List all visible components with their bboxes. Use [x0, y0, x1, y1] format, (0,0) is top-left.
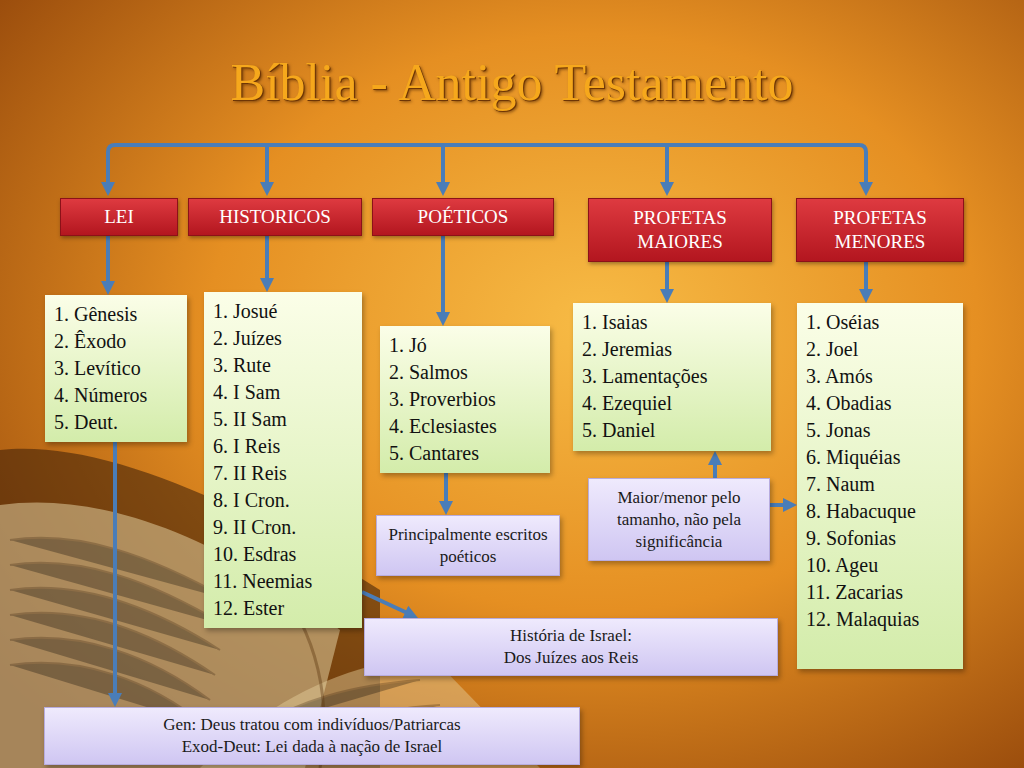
- node-text: 2. Salmos: [389, 359, 541, 386]
- node-text: 2. Êxodo: [54, 328, 178, 355]
- node-text: 9. Sofonias: [806, 525, 954, 552]
- node-text: 4. Obadias: [806, 390, 954, 417]
- node-text: 12. Malaquias: [806, 606, 954, 633]
- node-text: Exod-Deut: Lei dada à nação de Israel: [55, 736, 569, 758]
- node-text: 3. Amós: [806, 363, 954, 390]
- node-text: 4. Ezequiel: [582, 390, 762, 417]
- node-text: 1. Oséias: [806, 309, 954, 336]
- branch-arrow: [265, 145, 269, 189]
- branch-bar: [108, 145, 866, 189]
- node-text: 6. Miquéias: [806, 444, 954, 471]
- book-list: 1. Josué2. Juízes3. Rute4. I Sam5. II Sa…: [204, 292, 362, 628]
- node-text: 4. I Sam: [213, 379, 353, 406]
- node-text: PROFETAS MAIORES: [595, 206, 765, 254]
- node-text: 11. Neemias: [213, 568, 353, 595]
- node-text: 5. Cantares: [389, 440, 541, 467]
- connector-arrow: [864, 262, 868, 296]
- connector-arrow: [713, 458, 717, 478]
- node-text: 8. Habacuque: [806, 498, 954, 525]
- node-text: 1. Josué: [213, 298, 353, 325]
- node-text: Maior/menor pelo tamanho, não pela signi…: [599, 487, 759, 553]
- book-list: 1. Oséias2. Joel3. Amós4. Obadias5. Jona…: [797, 303, 963, 669]
- node-text: HISTORICOS: [195, 205, 355, 229]
- node-text: 10. Esdras: [213, 541, 353, 568]
- section-header: LEI: [60, 198, 178, 236]
- node-text: 2. Juízes: [213, 325, 353, 352]
- node-text: 1. Jó: [389, 332, 541, 359]
- title-branch-bar: [108, 145, 866, 189]
- diagram-title: Bíblia - Antigo Testamento: [0, 52, 1024, 114]
- node-text: 1. Gênesis: [54, 301, 178, 328]
- node-text: 1. Isaias: [582, 309, 762, 336]
- node-text: Dos Juízes aos Reis: [375, 647, 767, 669]
- node-text: Gen: Deus tratou com indivíduos/Patriarc…: [55, 714, 569, 736]
- branch-arrow: [665, 145, 669, 189]
- node-text: 3. Levítico: [54, 355, 178, 382]
- node-text: 7. II Reis: [213, 460, 353, 487]
- note-box: Maior/menor pelo tamanho, não pela signi…: [588, 478, 770, 561]
- note-box: Principalmente escritos poéticos: [376, 515, 560, 576]
- node-text: 2. Joel: [806, 336, 954, 363]
- node-text: 12. Ester: [213, 595, 353, 622]
- connector-arrow: [665, 262, 669, 296]
- book-list: 1. Gênesis2. Êxodo3. Levítico4. Números5…: [45, 295, 187, 442]
- section-header: POÉTICOS: [372, 198, 554, 236]
- branch-arrow: [441, 145, 445, 189]
- connector-arrow: [106, 236, 110, 288]
- section-header: HISTORICOS: [188, 198, 362, 236]
- note-box: Gen: Deus tratou com indivíduos/Patriarc…: [44, 707, 580, 765]
- note-box: História de Israel:Dos Juízes aos Reis: [364, 618, 778, 676]
- connector-arrow: [362, 592, 412, 615]
- node-text: História de Israel:: [375, 625, 767, 647]
- branch-arrow: [106, 152, 110, 189]
- node-text: POÉTICOS: [379, 205, 547, 229]
- connector-arrow: [444, 473, 448, 508]
- node-text: 9. II Cron.: [213, 514, 353, 541]
- connector-arrow: [265, 236, 269, 285]
- node-text: 2. Jeremias: [582, 336, 762, 363]
- node-text: LEI: [67, 205, 171, 229]
- connector-arrow: [770, 503, 790, 507]
- node-text: 5. II Sam: [213, 406, 353, 433]
- node-text: 5. Deut.: [54, 409, 178, 436]
- book-list: 1. Jó2. Salmos3. Proverbios4. Eclesiaste…: [380, 326, 550, 473]
- section-header: PROFETAS MAIORES: [588, 198, 772, 262]
- node-text: PROFETAS MENORES: [803, 206, 957, 254]
- node-text: 5. Daniel: [582, 417, 762, 444]
- node-text: 5. Jonas: [806, 417, 954, 444]
- connector-arrow: [441, 236, 445, 319]
- node-text: 4. Eclesiastes: [389, 413, 541, 440]
- section-header: PROFETAS MENORES: [796, 198, 964, 262]
- node-text: 4. Números: [54, 382, 178, 409]
- node-text: 6. I Reis: [213, 433, 353, 460]
- node-text: 3. Lamentações: [582, 363, 762, 390]
- node-text: Principalmente escritos poéticos: [387, 524, 549, 568]
- node-text: 10. Ageu: [806, 552, 954, 579]
- connector-arrow: [113, 442, 117, 700]
- node-text: 3. Proverbios: [389, 386, 541, 413]
- node-text: 3. Rute: [213, 352, 353, 379]
- node-text: 7. Naum: [806, 471, 954, 498]
- book-list: 1. Isaias2. Jeremias3. Lamentações4. Eze…: [573, 303, 771, 451]
- node-text: 8. I Cron.: [213, 487, 353, 514]
- node-text: 11. Zacarias: [806, 579, 954, 606]
